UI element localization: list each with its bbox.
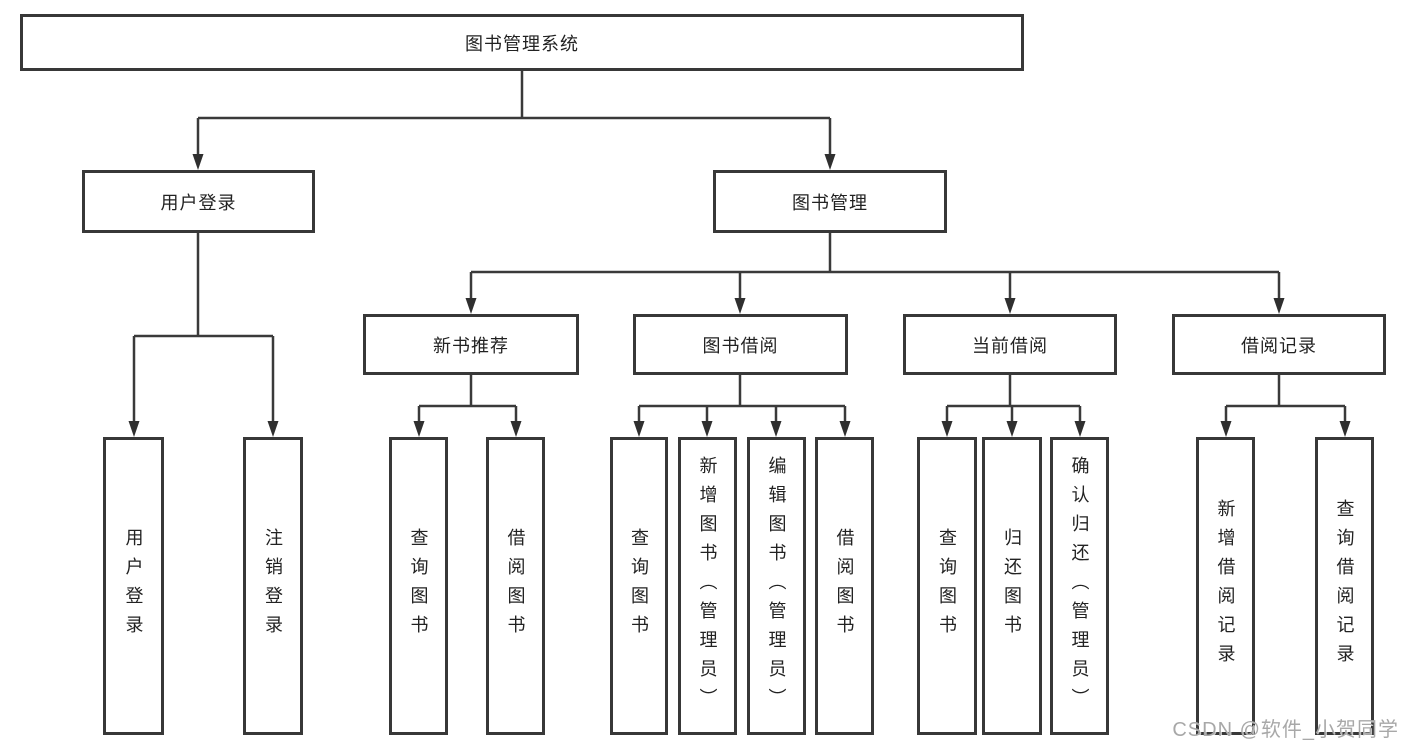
leaf-node-label: 新增借阅记录 bbox=[1215, 499, 1236, 673]
leaf-node-return-books: 归还图书 bbox=[982, 437, 1042, 735]
group-node-label: 图书借阅 bbox=[702, 335, 779, 356]
root-node-library-management-system: 图书管理系统 bbox=[20, 14, 1024, 71]
leaf-node-logout: 注销登录 bbox=[243, 437, 303, 735]
leaf-node-query-borrow-record: 查询借阅记录 bbox=[1315, 437, 1374, 735]
leaf-node-label: 借阅图书 bbox=[505, 528, 526, 644]
group-node-label: 新书推荐 bbox=[433, 335, 509, 356]
leaf-node-query-books-3: 查询图书 bbox=[917, 437, 977, 735]
csdn-watermark: CSDN @软件_小贺同学 bbox=[1172, 719, 1399, 741]
leaf-node-user-login: 用户登录 bbox=[103, 437, 164, 735]
branch-node-book-management: 图书管理 bbox=[713, 170, 947, 233]
group-node-label: 当前借阅 bbox=[972, 335, 1048, 356]
leaf-node-query-books-2: 查询图书 bbox=[610, 437, 668, 735]
leaf-node-borrow-books-2: 借阅图书 bbox=[815, 437, 874, 735]
group-node-borrow-records: 借阅记录 bbox=[1172, 314, 1386, 375]
leaf-node-confirm-return-admin: 确认归还（管理员） bbox=[1050, 437, 1109, 735]
leaf-node-label: 借阅图书 bbox=[834, 528, 855, 644]
group-node-label: 借阅记录 bbox=[1241, 335, 1317, 356]
leaf-node-label: 用户登录 bbox=[123, 528, 144, 644]
group-node-current-borrow: 当前借阅 bbox=[903, 314, 1117, 375]
leaf-node-edit-books-admin: 编辑图书（管理员） bbox=[747, 437, 806, 735]
leaf-node-label: 查询图书 bbox=[937, 528, 957, 644]
leaf-node-label: 新增图书（管理员） bbox=[697, 455, 718, 717]
branch-node-label: 用户登录 bbox=[160, 192, 237, 213]
leaf-node-add-borrow-record: 新增借阅记录 bbox=[1196, 437, 1255, 735]
leaf-node-query-books-1: 查询图书 bbox=[389, 437, 448, 735]
leaf-node-borrow-books-1: 借阅图书 bbox=[486, 437, 545, 735]
arrowheads bbox=[128, 154, 1351, 437]
leaf-node-label: 编辑图书（管理员） bbox=[766, 455, 787, 717]
leaf-node-label: 确认归还（管理员） bbox=[1069, 455, 1090, 717]
leaf-node-label: 查询图书 bbox=[629, 528, 649, 644]
leaf-node-label: 注销登录 bbox=[263, 528, 283, 644]
leaf-node-label: 查询图书 bbox=[408, 528, 429, 644]
leaf-node-label: 查询借阅记录 bbox=[1334, 499, 1355, 673]
leaf-node-add-books-admin: 新增图书（管理员） bbox=[678, 437, 737, 735]
branch-node-label: 图书管理 bbox=[792, 192, 868, 213]
branch-node-user-login: 用户登录 bbox=[82, 170, 315, 233]
root-node-label: 图书管理系统 bbox=[465, 33, 579, 54]
group-node-new-book-recommend: 新书推荐 bbox=[363, 314, 579, 375]
group-node-book-borrow: 图书借阅 bbox=[633, 314, 848, 375]
leaf-node-label: 归还图书 bbox=[1002, 528, 1022, 644]
